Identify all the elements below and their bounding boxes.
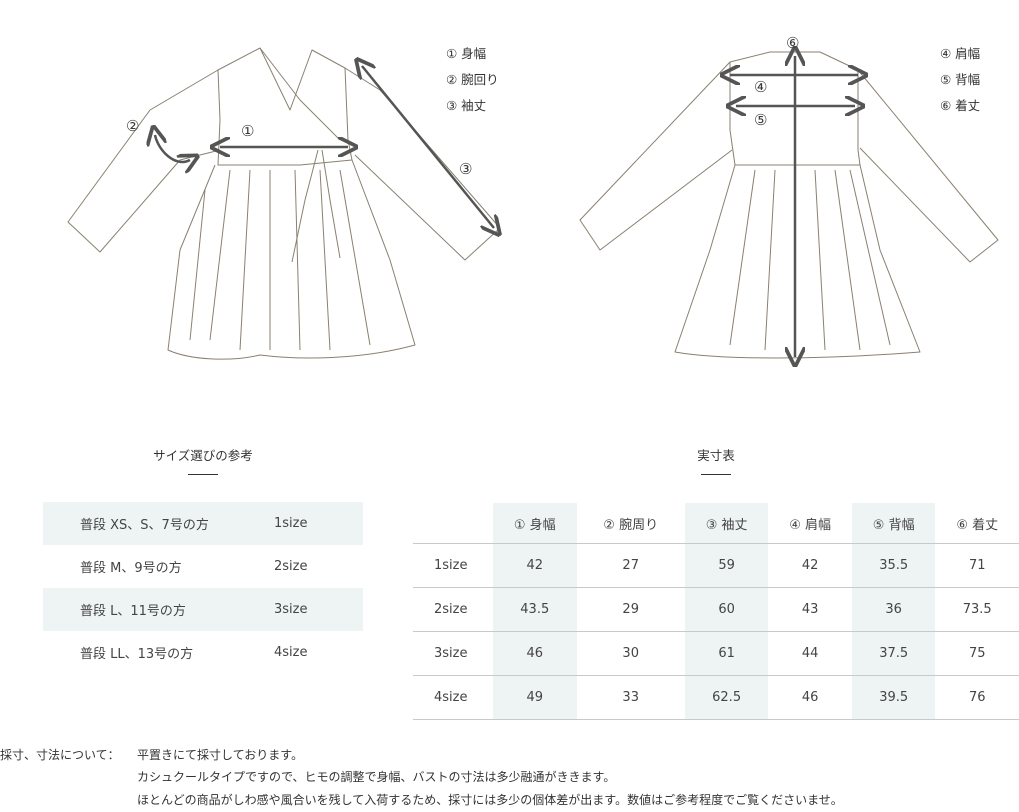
notes-line: ほとんどの商品がしわ感や風合いを残して入荷するため、採寸には多少の個体差が出ます… <box>137 793 843 807</box>
legend-item: ① 身幅 <box>446 46 487 61</box>
table-cell: 37.5 <box>851 631 936 676</box>
back-legend: ④ 肩幅 ⑤ 背幅 ⑥ 着丈 <box>940 41 980 119</box>
measurement-table-title: 実寸表 <box>697 448 735 463</box>
front-label-2: ② <box>126 117 140 135</box>
table-cell: 39.5 <box>851 675 936 720</box>
legend-item: ④ 肩幅 <box>940 46 981 61</box>
guide-size: 4size <box>274 645 308 660</box>
table-cell: 35.5 <box>851 543 936 588</box>
guide-size: 3size <box>274 602 308 617</box>
notes-line: 平置きにて採寸しております。 <box>137 748 304 762</box>
back-label-5: ⑤ <box>754 111 768 129</box>
front-measurement-arrows <box>0 0 520 240</box>
notes-line: カシュクールタイプですので、ヒモの調整で身幅、バストの寸法は多少融通がききます。 <box>137 770 616 784</box>
header-cell: ④ 肩幅 <box>768 503 852 544</box>
front-label-1: ① <box>241 122 255 140</box>
table-row: 普段 XS、S、7号の方 1size <box>43 502 363 545</box>
guide-size: 1size <box>274 516 308 531</box>
header-cell <box>413 503 493 544</box>
table-row: 3size 46 30 61 44 37.5 75 <box>413 631 1019 676</box>
header-cell: ② 腕周り <box>576 503 685 544</box>
table-cell: 46 <box>768 675 852 720</box>
table-cell: 62.5 <box>684 675 769 720</box>
row-label: 2size <box>413 587 493 632</box>
table-cell: 36 <box>851 587 936 632</box>
front-legend: ① 身幅 ② 腕回り ③ 袖丈 <box>446 41 499 119</box>
table-cell: 59 <box>684 543 769 588</box>
table-cell: 42 <box>768 543 852 588</box>
table-cell: 76 <box>935 675 1019 720</box>
table-header-row: ① 身幅 ② 腕周り ③ 袖丈 ④ 肩幅 ⑤ 背幅 ⑥ 着丈 <box>413 503 1019 544</box>
guide-label: 普段 XS、S、7号の方 <box>80 518 209 533</box>
table-cell: 46 <box>493 631 577 676</box>
row-label: 3size <box>413 631 493 676</box>
table-cell: 75 <box>935 631 1019 676</box>
measurement-table: ① 身幅 ② 腕周り ③ 袖丈 ④ 肩幅 ⑤ 背幅 ⑥ 着丈 1size 42 … <box>413 503 1019 720</box>
table-cell: 49 <box>493 675 577 720</box>
table-row: 2size 43.5 29 60 43 36 73.5 <box>413 587 1019 632</box>
guide-label: 普段 L、11号の方 <box>80 604 186 619</box>
size-guide-divider <box>188 474 218 475</box>
table-cell: 30 <box>576 631 685 676</box>
measurement-table-divider <box>701 474 731 475</box>
guide-label: 普段 M、9号の方 <box>80 561 182 576</box>
row-label: 4size <box>413 675 493 720</box>
table-cell: 43 <box>768 587 852 632</box>
header-cell: ③ 袖丈 <box>684 503 769 544</box>
header-cell: ① 身幅 <box>493 503 577 544</box>
table-cell: 27 <box>576 543 685 588</box>
table-cell: 33 <box>576 675 685 720</box>
table-cell: 73.5 <box>935 587 1019 632</box>
legend-item: ③ 袖丈 <box>446 98 487 113</box>
table-row: 4size 49 33 62.5 46 39.5 76 <box>413 675 1019 720</box>
table-row: 普段 M、9号の方 2size <box>43 545 363 588</box>
header-cell: ⑤ 背幅 <box>851 503 936 544</box>
notes-label: 採寸、寸法について： <box>0 748 120 762</box>
arm-circumference-arrow <box>155 135 190 162</box>
guide-size: 2size <box>274 559 308 574</box>
header-cell: ⑥ 着丈 <box>935 503 1019 544</box>
table-cell: 44 <box>768 631 852 676</box>
size-guide-title: サイズ選びの参考 <box>153 448 253 463</box>
sleeve-length-arrow <box>362 66 494 228</box>
row-label: 1size <box>413 543 493 588</box>
table-cell: 71 <box>935 543 1019 588</box>
table-cell: 61 <box>684 631 769 676</box>
table-row: 普段 L、11号の方 3size <box>43 588 363 631</box>
legend-item: ⑥ 着丈 <box>940 98 981 113</box>
back-label-6: ⑥ <box>786 34 800 52</box>
table-cell: 29 <box>576 587 685 632</box>
table-row: 普段 LL、13号の方 4size <box>43 631 363 674</box>
guide-label: 普段 LL、13号の方 <box>80 647 194 662</box>
legend-item: ⑤ 背幅 <box>940 72 981 87</box>
table-row: 1size 42 27 59 42 35.5 71 <box>413 543 1019 588</box>
table-cell: 60 <box>684 587 769 632</box>
back-label-4: ④ <box>754 78 768 96</box>
legend-item: ② 腕回り <box>446 72 499 87</box>
table-cell: 42 <box>493 543 577 588</box>
front-label-3: ③ <box>459 160 473 178</box>
size-guide-table: 普段 XS、S、7号の方 1size 普段 M、9号の方 2size 普段 L、11… <box>43 502 363 674</box>
table-cell: 43.5 <box>493 587 577 632</box>
back-measurement-arrows <box>570 0 1010 380</box>
